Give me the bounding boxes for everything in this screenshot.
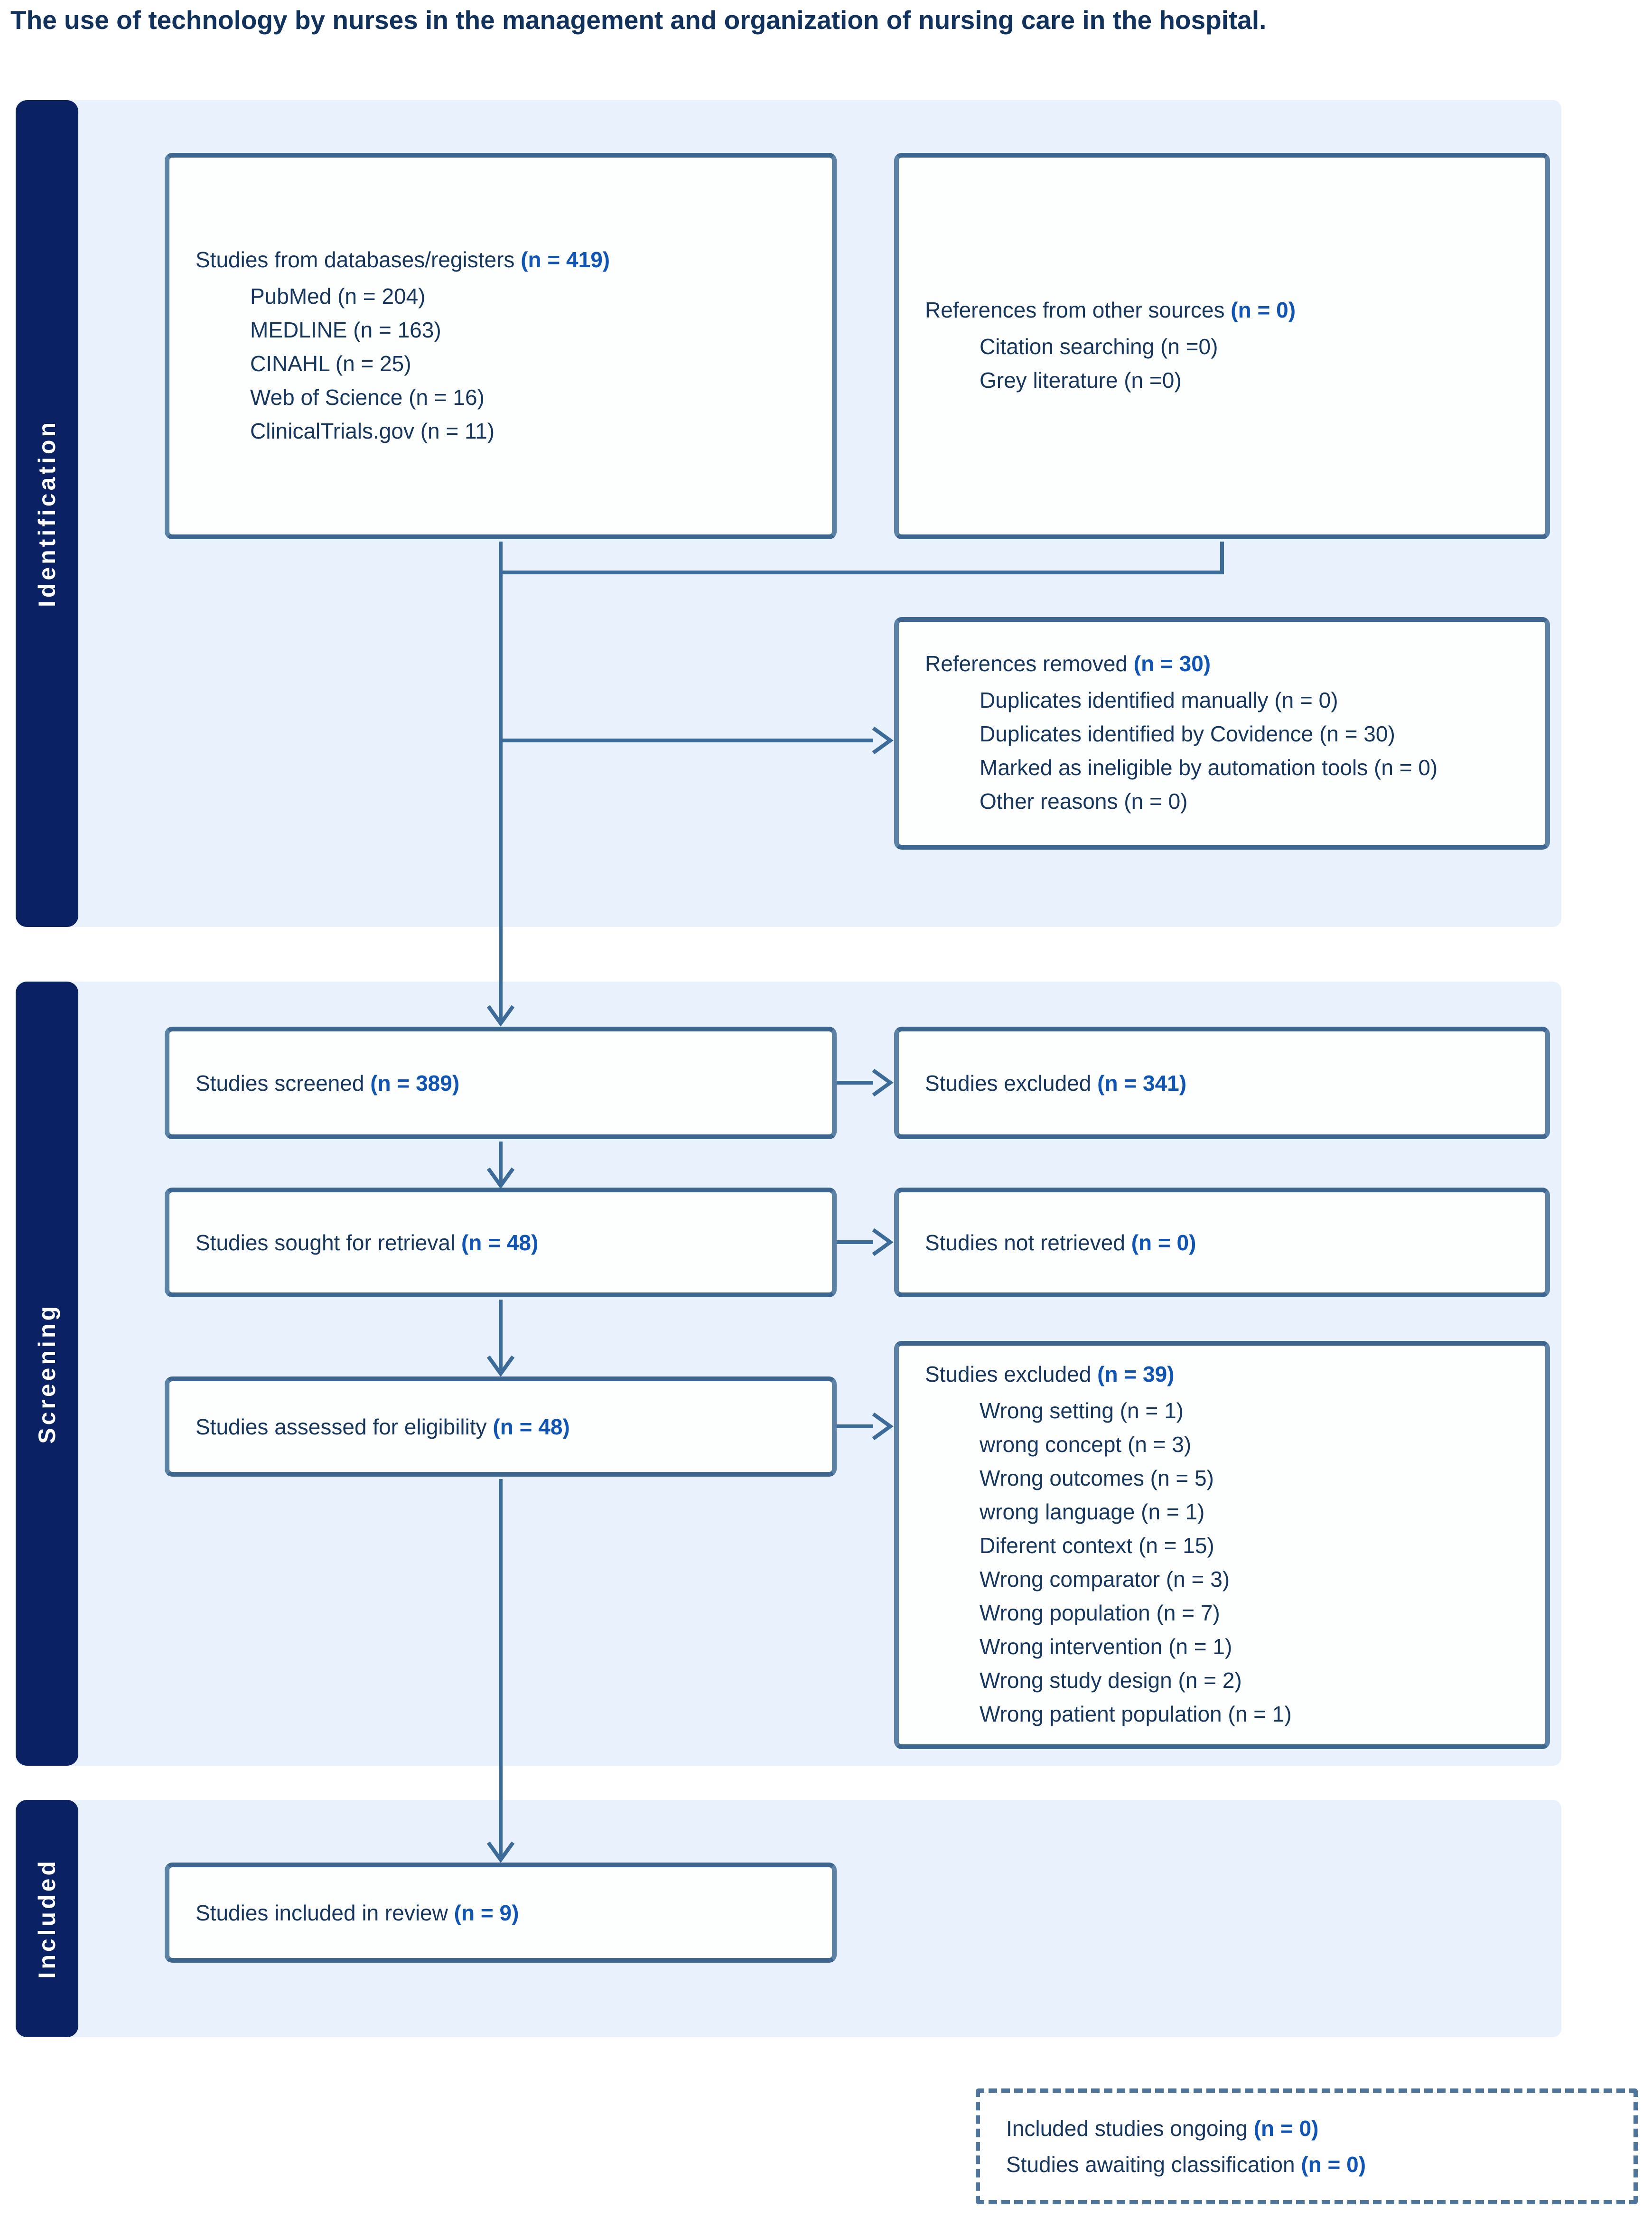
box-heading: References removed (n = 30) bbox=[925, 648, 1529, 679]
list-item: PubMed (n = 204) bbox=[250, 283, 426, 309]
heading-count: (n = 0) bbox=[1231, 298, 1296, 322]
box-references-removed: References removed (n = 30) Duplicates i… bbox=[894, 617, 1550, 850]
connector-other-sources-merge bbox=[501, 542, 1224, 574]
list-item: Wrong outcomes (n = 5) bbox=[980, 1466, 1214, 1490]
list-item: Wrong study design (n = 2) bbox=[980, 1668, 1242, 1693]
box-studies-assessed-eligibility: Studies assessed for eligibility (n = 48… bbox=[165, 1376, 837, 1477]
arrowhead-right-excluded-eligibility bbox=[872, 1412, 894, 1441]
page-title: The use of technology by nurses in the m… bbox=[10, 5, 1267, 35]
box-heading: Studies screened (n = 389) bbox=[196, 1068, 815, 1098]
sidebar-identification: Identification bbox=[16, 100, 78, 927]
box-studies-screened: Studies screened (n = 389) bbox=[165, 1027, 837, 1139]
database-list: PubMed (n = 204) MEDLINE (n = 163) CINAH… bbox=[196, 280, 815, 448]
box-studies-included-review: Studies included in review (n = 9) bbox=[165, 1863, 837, 1963]
list-item: Duplicates identified manually (n = 0) bbox=[980, 688, 1338, 712]
list-item: wrong language (n = 1) bbox=[980, 1499, 1205, 1524]
awaiting-line: Studies awaiting classification (n = 0) bbox=[1006, 2146, 1617, 2182]
ongoing-line: Included studies ongoing (n = 0) bbox=[1006, 2110, 1617, 2146]
list-item: CINAHL (n = 25) bbox=[250, 351, 411, 376]
heading-label: Studies not retrieved bbox=[925, 1230, 1131, 1255]
box-ongoing-awaiting-classification: Included studies ongoing (n = 0) Studies… bbox=[976, 2088, 1638, 2204]
box-heading: References from other sources (n = 0) bbox=[925, 295, 1529, 325]
list-item: MEDLINE (n = 163) bbox=[250, 317, 441, 342]
list-item: Wrong setting (n = 1) bbox=[980, 1398, 1184, 1423]
heading-label: Studies assessed for eligibility bbox=[196, 1414, 493, 1439]
sidebar-included: Included bbox=[16, 1800, 78, 2037]
heading-label: References from other sources bbox=[925, 298, 1231, 322]
list-item: wrong concept (n = 3) bbox=[980, 1432, 1192, 1457]
list-item: ClinicalTrials.gov (n = 11) bbox=[250, 418, 495, 443]
box-heading: Studies excluded (n = 39) bbox=[925, 1359, 1529, 1389]
heading-label: Studies included in review bbox=[196, 1900, 454, 1925]
box-studies-excluded-screening: Studies excluded (n = 341) bbox=[894, 1027, 1550, 1139]
box-heading: Studies included in review (n = 9) bbox=[196, 1898, 815, 1928]
line-count: (n = 0) bbox=[1301, 2152, 1366, 2177]
list-item: Wrong intervention (n = 1) bbox=[980, 1634, 1232, 1659]
line-count: (n = 0) bbox=[1253, 2116, 1319, 2141]
heading-label: Studies excluded bbox=[925, 1070, 1098, 1095]
heading-count: (n = 48) bbox=[493, 1414, 570, 1439]
box-heading: Studies sought for retrieval (n = 48) bbox=[196, 1227, 815, 1258]
line-label: Studies awaiting classification bbox=[1006, 2152, 1301, 2177]
list-item: Wrong comparator (n = 3) bbox=[980, 1567, 1230, 1592]
list-item: Wrong patient population (n = 1) bbox=[980, 1702, 1292, 1726]
arrowhead-down-sought bbox=[486, 1167, 515, 1189]
box-heading: Studies from databases/registers (n = 41… bbox=[196, 244, 815, 275]
list-item: Citation searching (n =0) bbox=[980, 334, 1218, 359]
heading-count: (n = 39) bbox=[1097, 1362, 1175, 1386]
box-heading: Studies assessed for eligibility (n = 48… bbox=[196, 1412, 815, 1442]
sidebar-screening: Screening bbox=[16, 982, 78, 1766]
arrowhead-down-assessed bbox=[486, 1355, 515, 1377]
heading-count: (n = 389) bbox=[370, 1070, 460, 1095]
heading-label: Studies from databases/registers bbox=[196, 247, 521, 272]
list-item: Grey literature (n =0) bbox=[980, 368, 1182, 393]
heading-label: Studies excluded bbox=[925, 1362, 1098, 1386]
box-heading: Studies excluded (n = 341) bbox=[925, 1068, 1529, 1098]
list-item: Duplicates identified by Covidence (n = … bbox=[980, 721, 1395, 746]
heading-count: (n = 30) bbox=[1133, 651, 1211, 676]
box-references-other-sources: References from other sources (n = 0) Ci… bbox=[894, 153, 1550, 539]
heading-count: (n = 9) bbox=[454, 1900, 519, 1925]
heading-count: (n = 0) bbox=[1131, 1230, 1196, 1255]
arrowhead-down-included bbox=[486, 1841, 515, 1863]
heading-count: (n = 341) bbox=[1097, 1070, 1187, 1095]
list-item: Diferent context (n = 15) bbox=[980, 1533, 1214, 1558]
box-studies-excluded-eligibility: Studies excluded (n = 39) Wrong setting … bbox=[894, 1341, 1550, 1749]
heading-count: (n = 48) bbox=[461, 1230, 539, 1255]
removed-reasons-list: Duplicates identified manually (n = 0) D… bbox=[925, 683, 1529, 818]
list-item: Web of Science (n = 16) bbox=[250, 384, 485, 410]
heading-label: References removed bbox=[925, 651, 1134, 676]
list-item: Other reasons (n = 0) bbox=[980, 789, 1188, 814]
other-sources-list: Citation searching (n =0) Grey literatur… bbox=[925, 330, 1529, 397]
heading-label: Studies sought for retrieval bbox=[196, 1230, 461, 1255]
list-item: Marked as ineligible by automation tools… bbox=[980, 755, 1438, 780]
list-item: Wrong population (n = 7) bbox=[980, 1601, 1220, 1625]
box-heading: Studies not retrieved (n = 0) bbox=[925, 1227, 1529, 1258]
exclusion-reasons-list: Wrong setting (n = 1) wrong concept (n =… bbox=[925, 1394, 1529, 1731]
box-studies-not-retrieved: Studies not retrieved (n = 0) bbox=[894, 1188, 1550, 1297]
heading-count: (n = 419) bbox=[521, 247, 610, 272]
arrowhead-right-removed bbox=[872, 726, 894, 755]
arrowhead-right-not-retrieved bbox=[872, 1228, 894, 1256]
heading-label: Studies screened bbox=[196, 1070, 371, 1095]
line-label: Included studies ongoing bbox=[1006, 2116, 1254, 2141]
box-studies-from-databases: Studies from databases/registers (n = 41… bbox=[165, 153, 837, 539]
arrowhead-right-excluded-screening bbox=[872, 1068, 894, 1097]
arrowhead-down-screened bbox=[486, 1005, 515, 1027]
box-studies-sought-retrieval: Studies sought for retrieval (n = 48) bbox=[165, 1188, 837, 1297]
